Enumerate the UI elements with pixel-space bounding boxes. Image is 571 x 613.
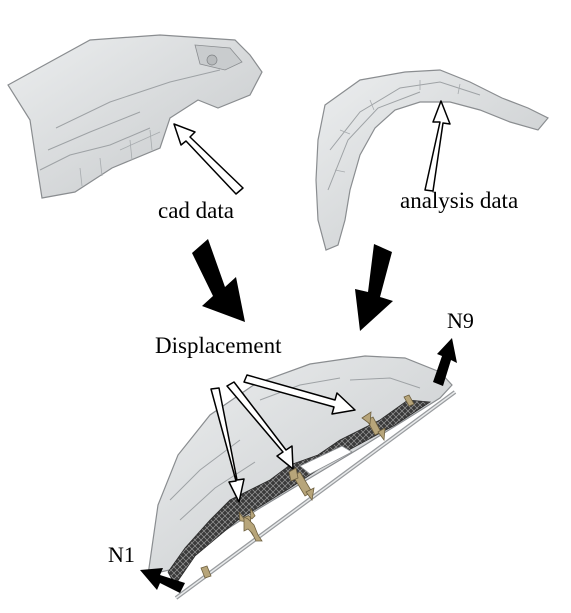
- n9-label: N9: [447, 308, 474, 334]
- n9-arrow: [433, 338, 457, 386]
- measure-arrow: [244, 517, 262, 541]
- analysis-data-label: analysis data: [400, 188, 518, 214]
- cad-data-label: cad data: [158, 198, 234, 224]
- analysis-data-pointer-arrow: [425, 101, 450, 191]
- cad-data-pointer-arrow: [174, 124, 243, 194]
- displacement-label: Displacement: [155, 333, 281, 359]
- cad-to-displacement-arrow: [192, 239, 245, 322]
- analysis-to-displacement-arrow: [355, 244, 393, 331]
- n1-label: N1: [108, 542, 135, 568]
